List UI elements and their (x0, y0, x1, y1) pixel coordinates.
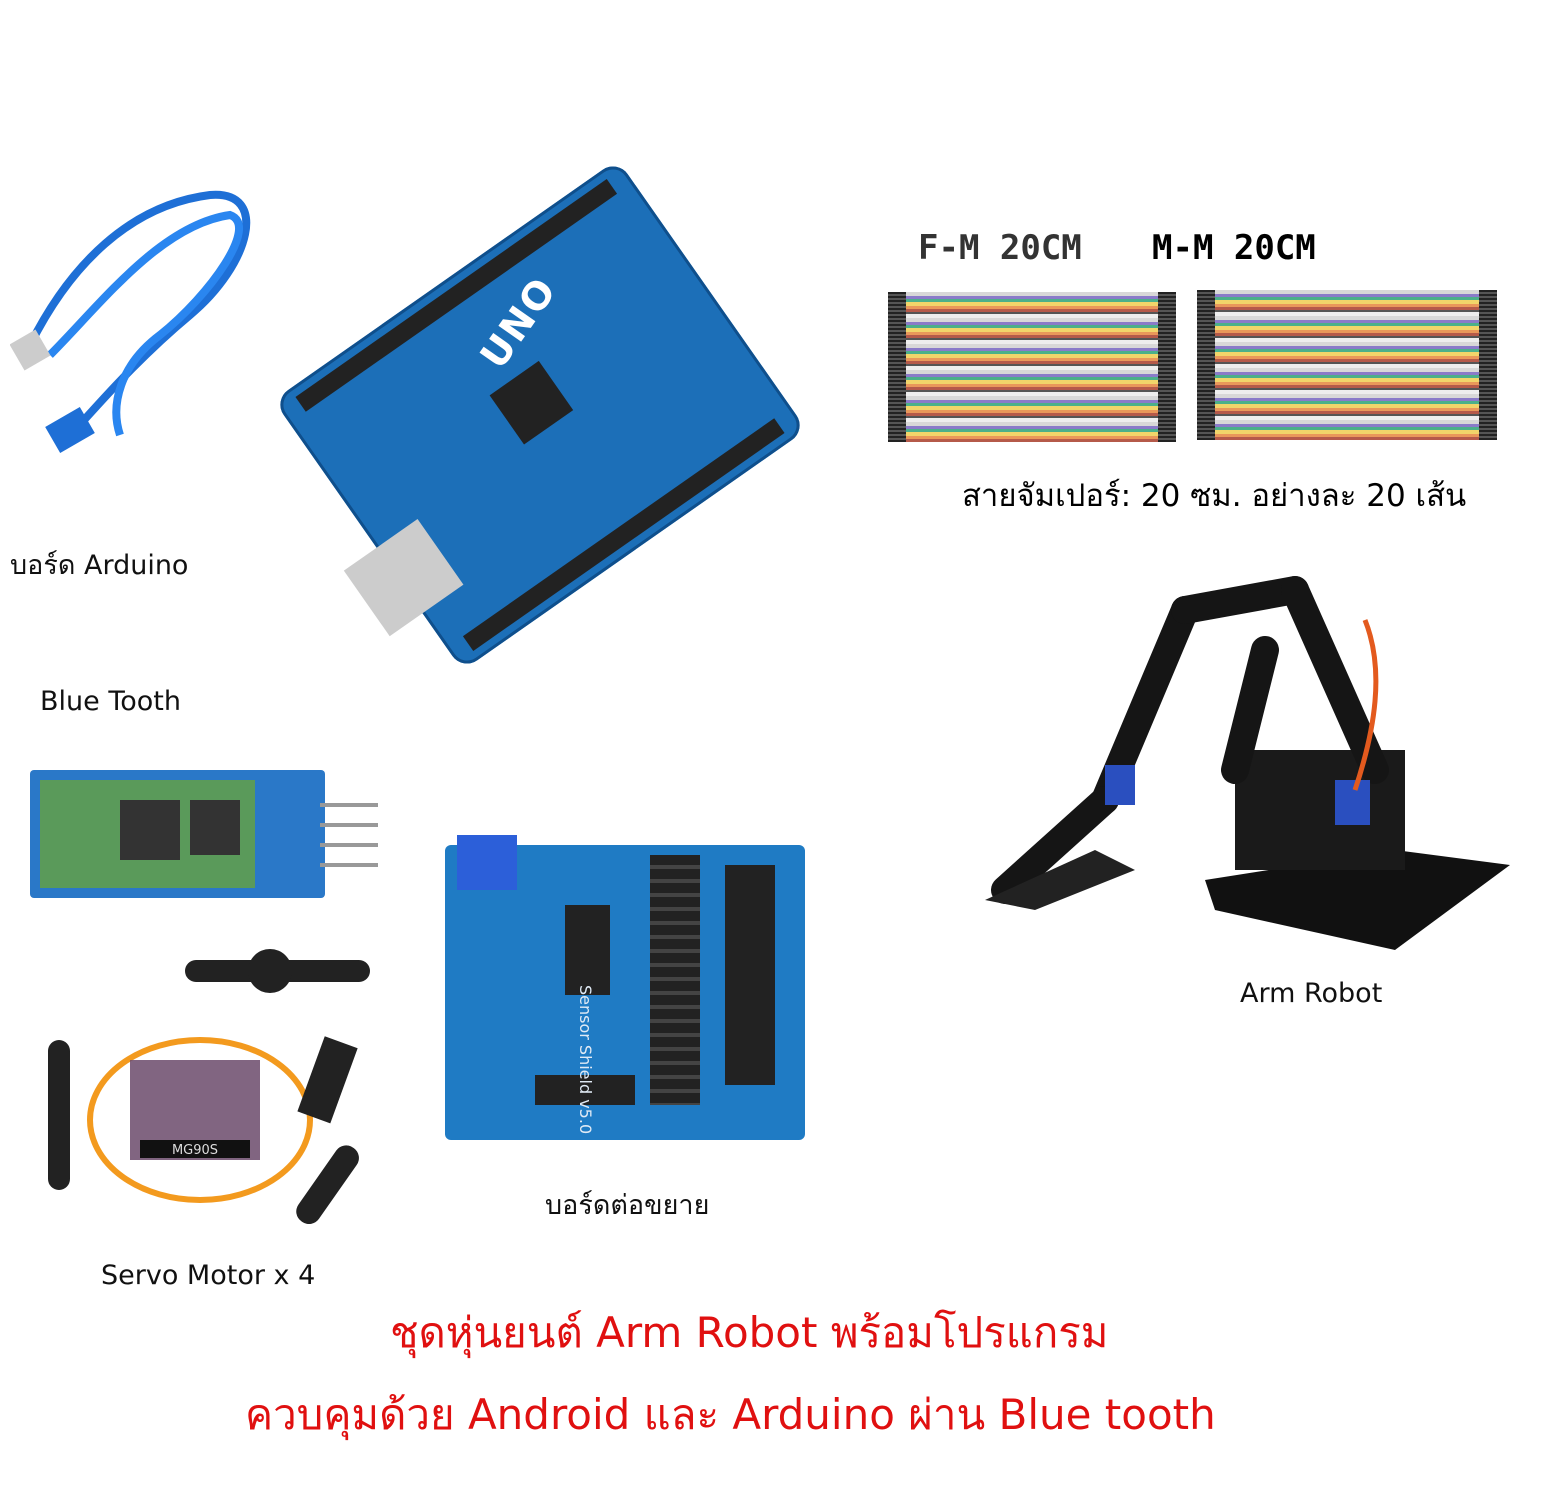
servo-model-text: MG90S (172, 1143, 218, 1158)
servo-label: Servo Motor x 4 (101, 1260, 316, 1291)
arm-robot-label: Arm Robot (1240, 978, 1383, 1009)
title-line-1: ชุดหุ่นยนต์ Arm Robot พร้อมโปรแกรม (390, 1308, 1109, 1357)
mm-jumper-wires-image (1197, 290, 1497, 440)
arduino-uno-board-image: UNO (273, 159, 807, 671)
sensor-shield-image: Sensor Shield v5.0 (445, 835, 805, 1140)
arduino-label: บอร์ด Arduino (10, 550, 189, 581)
fm-label: F-M 20CM (918, 228, 1082, 268)
fm-jumper-wires-image (888, 292, 1176, 442)
bluetooth-pins (320, 803, 378, 867)
mm-label: M-M 20CM (1152, 228, 1316, 268)
servo-motor-image: MG90S (48, 949, 370, 1225)
usb-cable-image (10, 190, 251, 453)
jumper-caption: สายจัมเปอร์: 20 ซม. อย่างละ 20 เส้น (962, 478, 1467, 514)
bluetooth-module-image (30, 770, 325, 898)
shield-text: Sensor Shield v5.0 (576, 985, 595, 1135)
bluetooth-label: Blue Tooth (40, 686, 181, 717)
shield-label: บอร์ดต่อขยาย (545, 1190, 710, 1221)
title-line-2: ควบคุมด้วย Android และ Arduino ผ่าน Blue… (245, 1390, 1216, 1439)
arm-robot-image (985, 576, 1510, 950)
